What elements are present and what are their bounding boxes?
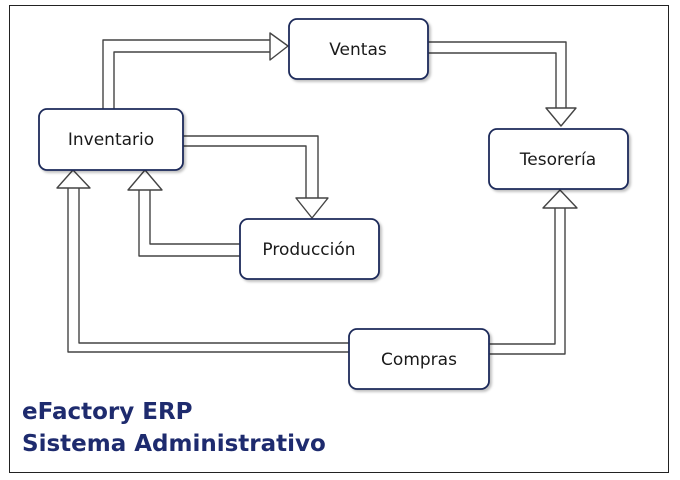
node-ventas-label: Ventas: [329, 40, 387, 60]
node-tesoreria-label: Tesorería: [519, 150, 596, 170]
caption-title: eFactory ERP: [22, 399, 193, 425]
node-inventario-label: Inventario: [68, 130, 154, 150]
node-tesoreria-box[interactable]: [488, 128, 629, 190]
node-produccion-box[interactable]: [239, 218, 380, 280]
node-compras-box[interactable]: [348, 328, 490, 390]
arrow-inventario-to-ventas: [102, 32, 289, 110]
node-produccion-label: Producción: [262, 240, 355, 260]
arrow-compras-to-tesoreria: [489, 189, 578, 355]
arrow-ventas-to-tesoreria: [428, 41, 577, 127]
arrow-compras-to-inventario: [56, 169, 349, 353]
arrow-inventario-to-produccion: [183, 135, 329, 219]
node-inventario-box[interactable]: [38, 108, 184, 171]
node-ventas-box[interactable]: [288, 18, 429, 80]
caption-subtitle: Sistema Administrativo: [22, 431, 326, 457]
node-compras-label: Compras: [381, 350, 457, 370]
arrow-produccion-to-inventario: [127, 169, 240, 257]
